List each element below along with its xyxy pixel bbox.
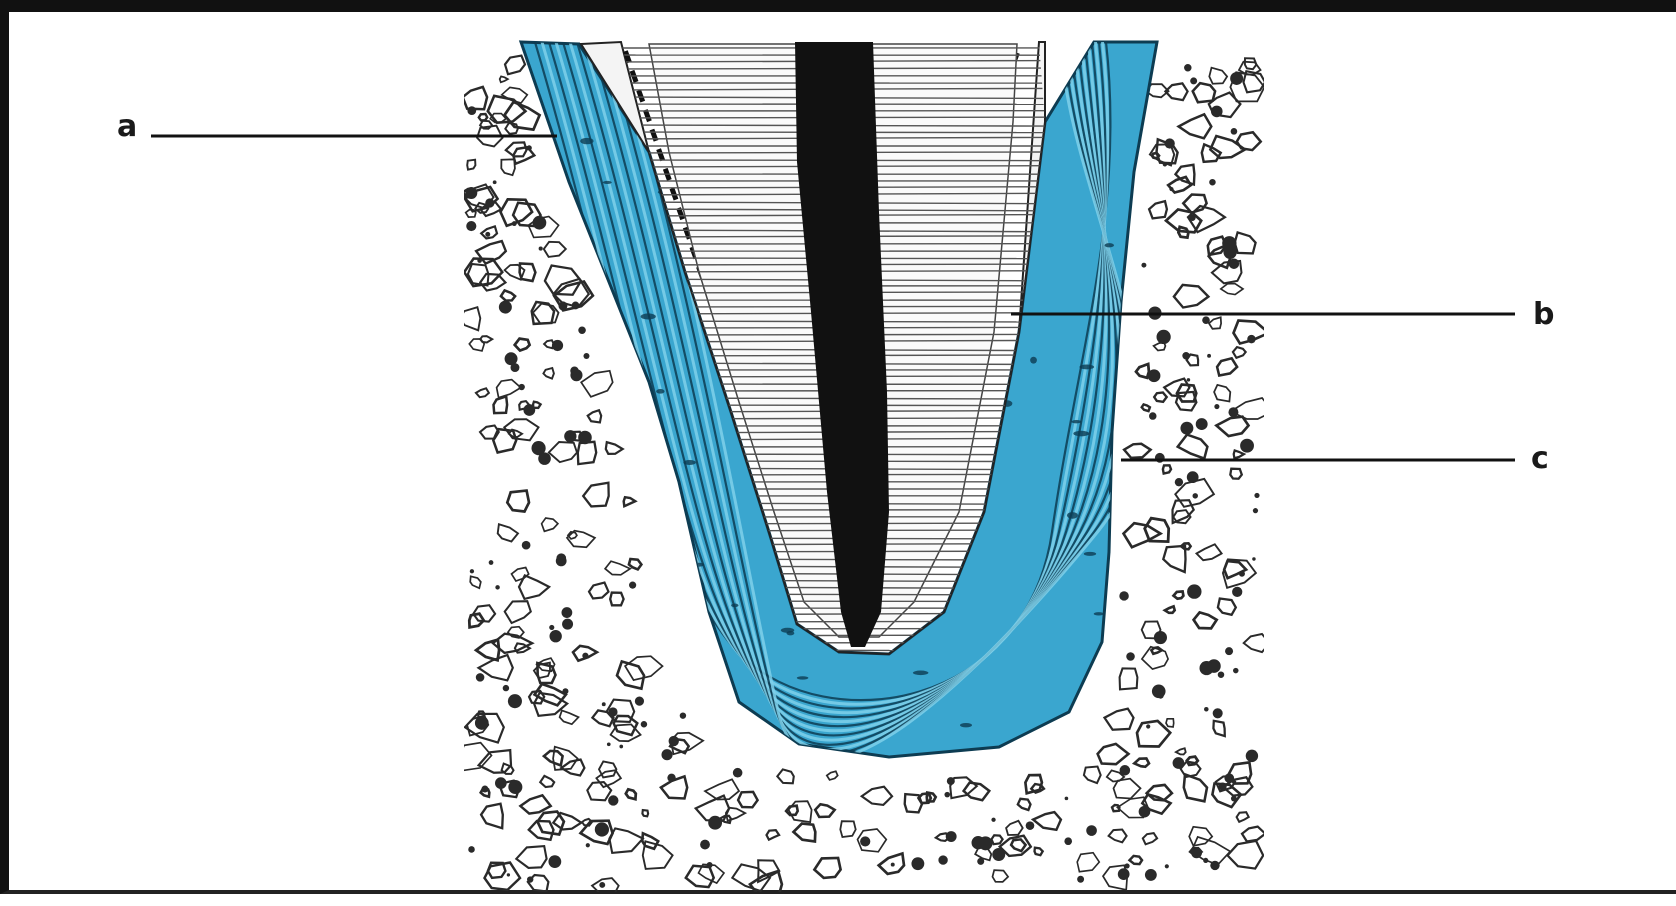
tooth-root-diagram bbox=[9, 12, 1676, 906]
label-b: b bbox=[1533, 300, 1554, 330]
label-c: c bbox=[1531, 444, 1549, 474]
label-a: a bbox=[117, 112, 137, 142]
